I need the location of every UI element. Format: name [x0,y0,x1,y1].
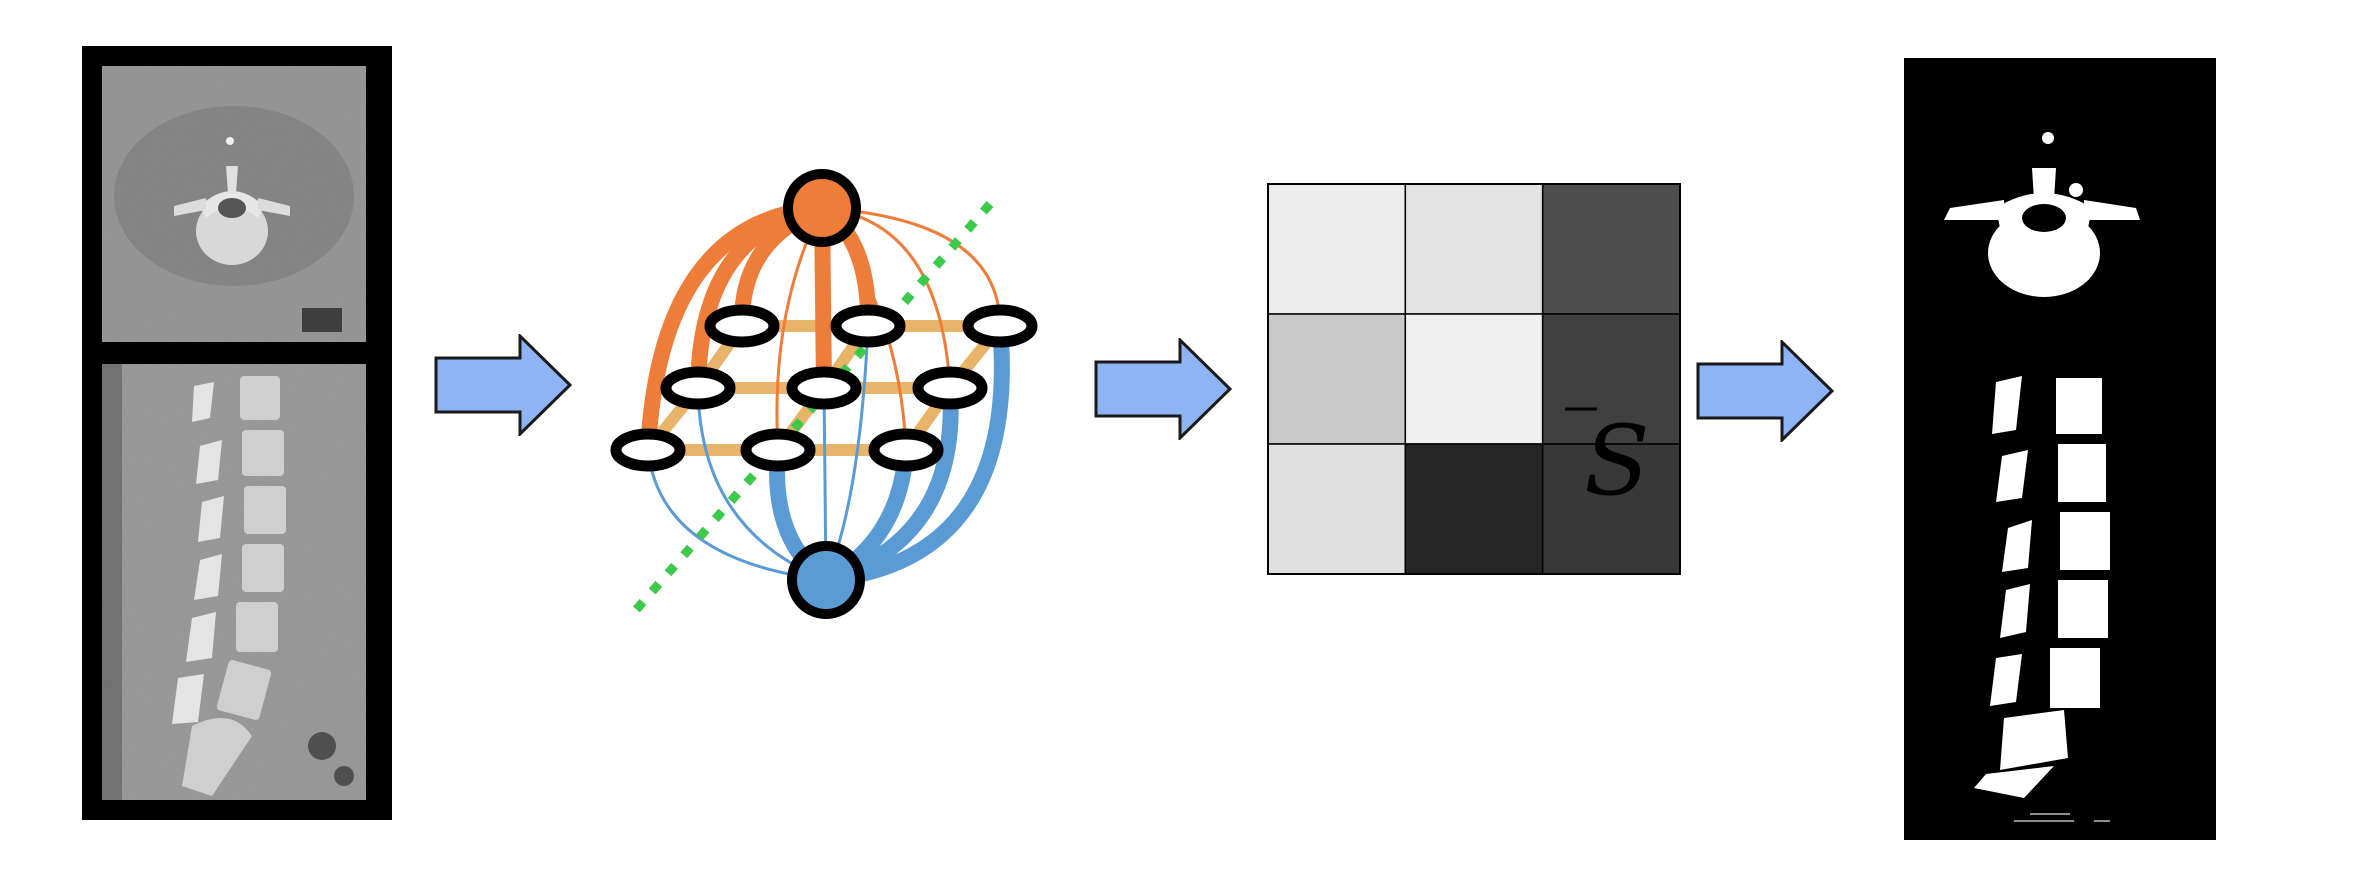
graph-cut-model [600,160,1050,630]
pixel-nodes [610,304,1038,472]
pixel-node [660,366,736,410]
pixel-node [830,304,906,348]
sink-node [787,541,865,619]
pixel-node [786,366,862,410]
sagittal-ct-slice [102,364,366,800]
similarity-symbol: S [1584,405,1650,517]
ct-scan-frame [82,46,392,820]
matrix-cells [1267,183,1681,575]
sagittal-mask [1974,376,2110,798]
pixel-node [962,304,1038,348]
matrix-cell [1267,183,1407,315]
matrix-cell [1267,313,1407,445]
matrix-cell [1404,313,1544,445]
flow-arrow-1 [434,334,574,436]
scan-footer-marks [2014,813,2110,822]
axial-mask [1944,132,2140,297]
flow-arrow-2 [1094,338,1234,440]
ct-scan-input [82,46,392,820]
pixel-node [610,428,686,472]
matrix-cell [1541,313,1681,445]
matrix-cell [1541,183,1681,315]
matrix-cell [1404,183,1544,315]
source-node [783,169,861,247]
flow-arrow-3 [1696,340,1836,442]
pixel-node [740,428,816,472]
matrix-cell [1404,443,1544,575]
axial-ct-slice [102,66,366,342]
pixel-node [912,366,988,410]
pixel-node [868,428,944,472]
matrix-cell [1267,443,1407,575]
segmentation-output [1904,58,2216,840]
pixel-node [704,304,780,348]
similarity-matrix: S [1266,182,1682,578]
